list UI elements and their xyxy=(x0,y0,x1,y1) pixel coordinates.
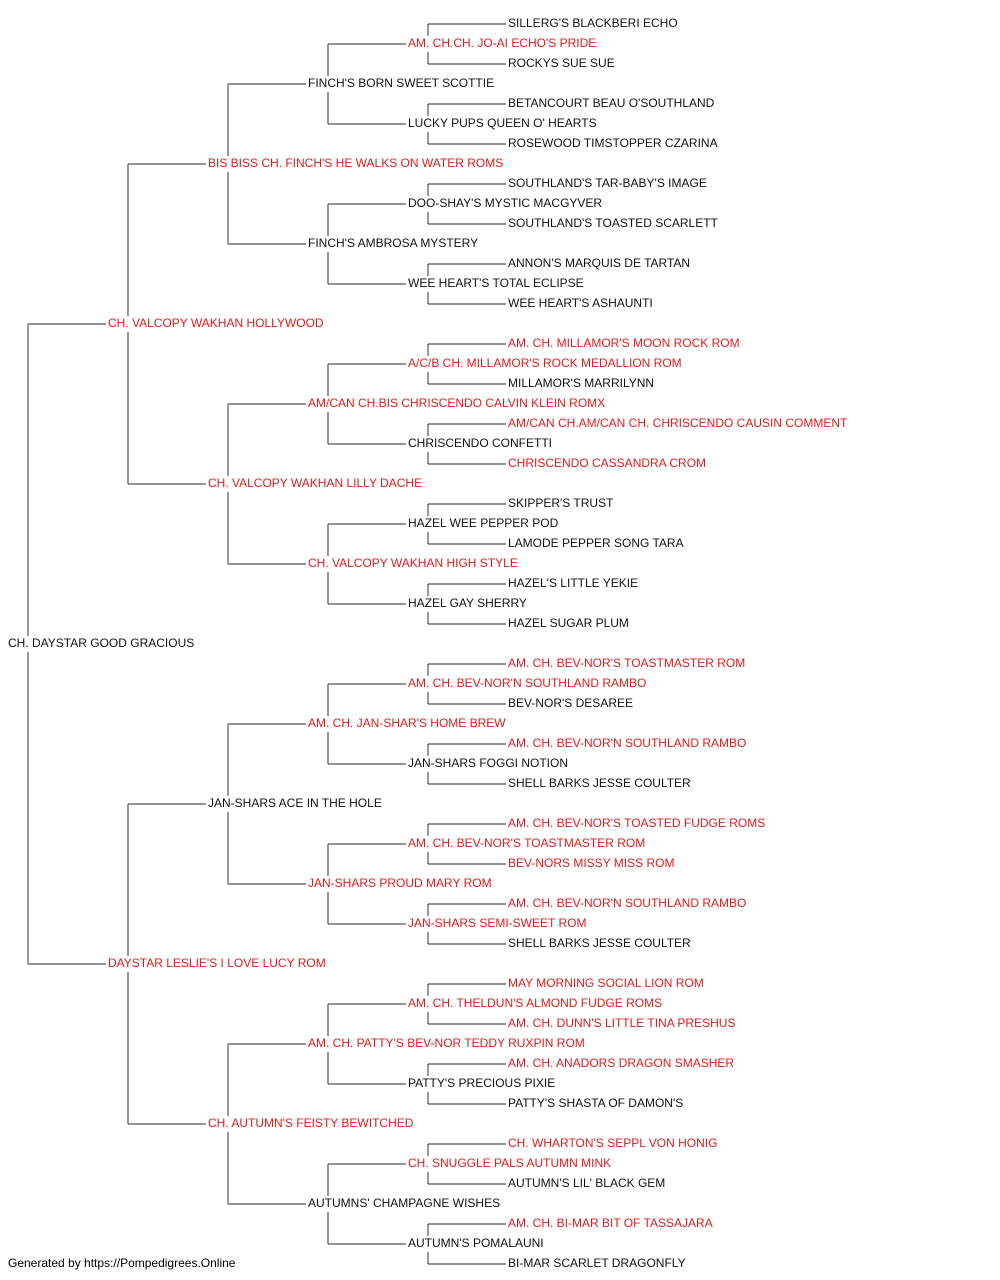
ancestor-name-gen5: ROCKYS SUE SUE xyxy=(508,56,615,70)
ancestor-name-gen3: AM/CAN CH.BIS CHRISCENDO CALVIN KLEIN RO… xyxy=(308,396,605,410)
ancestor-name-gen5: AM. CH. ANADORS DRAGON SMASHER xyxy=(508,1056,734,1070)
ancestor-name-gen4: AM. CH. BEV-NOR'S TOASTMASTER ROM xyxy=(408,836,645,850)
ancestor-name-gen5: AUTUMN'S LIL' BLACK GEM xyxy=(508,1176,665,1190)
ancestor-name-gen4: AM. CH.CH. JO-AI ECHO'S PRIDE xyxy=(408,36,596,50)
ancestor-name-gen4: JAN-SHARS FOGGI NOTION xyxy=(408,756,568,770)
ancestor-name-gen4: CHRISCENDO CONFETTI xyxy=(408,436,552,450)
ancestor-name-gen5: LAMODE PEPPER SONG TARA xyxy=(508,536,684,550)
ancestor-name-gen1: CH. VALCOPY WAKHAN HOLLYWOOD xyxy=(108,316,324,330)
ancestor-name-gen5: SILLERG'S BLACKBERI ECHO xyxy=(508,16,678,30)
ancestor-name-gen5: AM/CAN CH.AM/CAN CH. CHRISCENDO CAUSIN C… xyxy=(508,416,848,430)
ancestor-name-gen2: CH. AUTUMN'S FEISTY BEWITCHED xyxy=(208,1116,414,1130)
ancestor-name-gen4: AM. CH. THELDUN'S ALMOND FUDGE ROMS xyxy=(408,996,662,1010)
ancestor-name-gen5: BETANCOURT BEAU O'SOUTHLAND xyxy=(508,96,715,110)
ancestor-name-gen2: CH. VALCOPY WAKHAN LILLY DACHE xyxy=(208,476,422,490)
ancestor-name-gen5: ANNON'S MARQUIS DE TARTAN xyxy=(508,256,690,270)
ancestor-name-gen3: AM. CH. PATTY'S BEV-NOR TEDDY RUXPIN ROM xyxy=(308,1036,585,1050)
ancestor-name-gen4: AUTUMN'S POMALAUNI xyxy=(408,1236,544,1250)
ancestor-name-gen4: AM. CH. BEV-NOR'N SOUTHLAND RAMBO xyxy=(408,676,646,690)
ancestor-name-gen5: CHRISCENDO CASSANDRA CROM xyxy=(508,456,706,470)
ancestor-name-gen4: HAZEL WEE PEPPER POD xyxy=(408,516,559,530)
ancestor-name-gen3: AM. CH. JAN-SHAR'S HOME BREW xyxy=(308,716,506,730)
connector-lines xyxy=(27,23,506,1265)
ancestor-name-gen3: CH. VALCOPY WAKHAN HIGH STYLE xyxy=(308,556,518,570)
ancestor-name-gen3: JAN-SHARS PROUD MARY ROM xyxy=(308,876,492,890)
ancestor-name-gen5: AM. CH. DUNN'S LITTLE TINA PRESHUS xyxy=(508,1016,735,1030)
ancestor-name-gen5: BEV-NORS MISSY MISS ROM xyxy=(508,856,674,870)
ancestor-name-gen5: AM. CH. MILLAMOR'S MOON ROCK ROM xyxy=(508,336,740,350)
ancestor-name-gen3: FINCH'S BORN SWEET SCOTTIE xyxy=(308,76,494,90)
ancestor-name-gen1: DAYSTAR LESLIE'S I LOVE LUCY ROM xyxy=(108,956,326,970)
ancestor-name-gen5: SOUTHLAND'S TOASTED SCARLETT xyxy=(508,216,719,230)
ancestor-name-gen5: AM. CH. BI-MAR BIT OF TASSAJARA xyxy=(508,1216,713,1230)
ancestor-name-gen5: AM. CH. BEV-NOR'N SOUTHLAND RAMBO xyxy=(508,896,746,910)
subject-dog-name: CH. DAYSTAR GOOD GRACIOUS xyxy=(8,636,194,650)
ancestor-name-gen5: ROSEWOOD TIMSTOPPER CZARINA xyxy=(508,136,718,150)
ancestor-name-gen2: BIS BISS CH. FINCH'S HE WALKS ON WATER R… xyxy=(208,156,503,170)
ancestor-name-gen5: MILLAMOR'S MARRILYNN xyxy=(508,376,654,390)
ancestor-name-gen5: HAZEL SUGAR PLUM xyxy=(508,616,629,630)
ancestor-name-gen3: AUTUMNS' CHAMPAGNE WISHES xyxy=(308,1196,500,1210)
ancestor-name-gen5: HAZEL'S LITTLE YEKIE xyxy=(508,576,638,590)
ancestor-name-gen4: WEE HEART'S TOTAL ECLIPSE xyxy=(408,276,584,290)
name-labels: CH. DAYSTAR GOOD GRACIOUS CH. VALCOPY WAK… xyxy=(8,16,848,1270)
ancestor-name-gen2: JAN-SHARS ACE IN THE HOLE xyxy=(208,796,382,810)
ancestor-name-gen5: SHELL BARKS JESSE COULTER xyxy=(508,776,691,790)
ancestor-name-gen5: SKIPPER'S TRUST xyxy=(508,496,614,510)
ancestor-name-gen5: AM. CH. BEV-NOR'N SOUTHLAND RAMBO xyxy=(508,736,746,750)
ancestor-name-gen4: PATTY'S PRECIOUS PIXIE xyxy=(408,1076,555,1090)
ancestor-name-gen4: CH. SNUGGLE PALS AUTUMN MINK xyxy=(408,1156,611,1170)
ancestor-name-gen5: AM. CH. BEV-NOR'S TOASTMASTER ROM xyxy=(508,656,745,670)
ancestor-name-gen4: HAZEL GAY SHERRY xyxy=(408,596,527,610)
ancestor-name-gen5: SHELL BARKS JESSE COULTER xyxy=(508,936,691,950)
ancestor-name-gen5: PATTY'S SHASTA OF DAMON'S xyxy=(508,1096,683,1110)
ancestor-name-gen4: A/C/B CH. MILLAMOR'S ROCK MEDALLION ROM xyxy=(408,356,682,370)
ancestor-name-gen4: DOO-SHAY'S MYSTIC MACGYVER xyxy=(408,196,602,210)
ancestor-name-gen5: CH. WHARTON'S SEPPL VON HONIG xyxy=(508,1136,717,1150)
ancestor-name-gen5: MAY MORNING SOCIAL LION ROM xyxy=(508,976,704,990)
ancestor-name-gen5: AM. CH. BEV-NOR'S TOASTED FUDGE ROMS xyxy=(508,816,765,830)
ancestor-name-gen4: JAN-SHARS SEMI-SWEET ROM xyxy=(408,916,586,930)
ancestor-name-gen4: LUCKY PUPS QUEEN O' HEARTS xyxy=(408,116,597,130)
generated-by-footer: Generated by https://Pompedigrees.Online xyxy=(8,1256,236,1270)
ancestor-name-gen3: FINCH'S AMBROSA MYSTERY xyxy=(308,236,478,250)
ancestor-name-gen5: BEV-NOR'S DESAREE xyxy=(508,696,633,710)
ancestor-name-gen5: WEE HEART'S ASHAUNTI xyxy=(508,296,653,310)
ancestor-name-gen5: BI-MAR SCARLET DRAGONFLY xyxy=(508,1256,686,1270)
ancestor-name-gen5: SOUTHLAND'S TAR-BABY'S IMAGE xyxy=(508,176,707,190)
